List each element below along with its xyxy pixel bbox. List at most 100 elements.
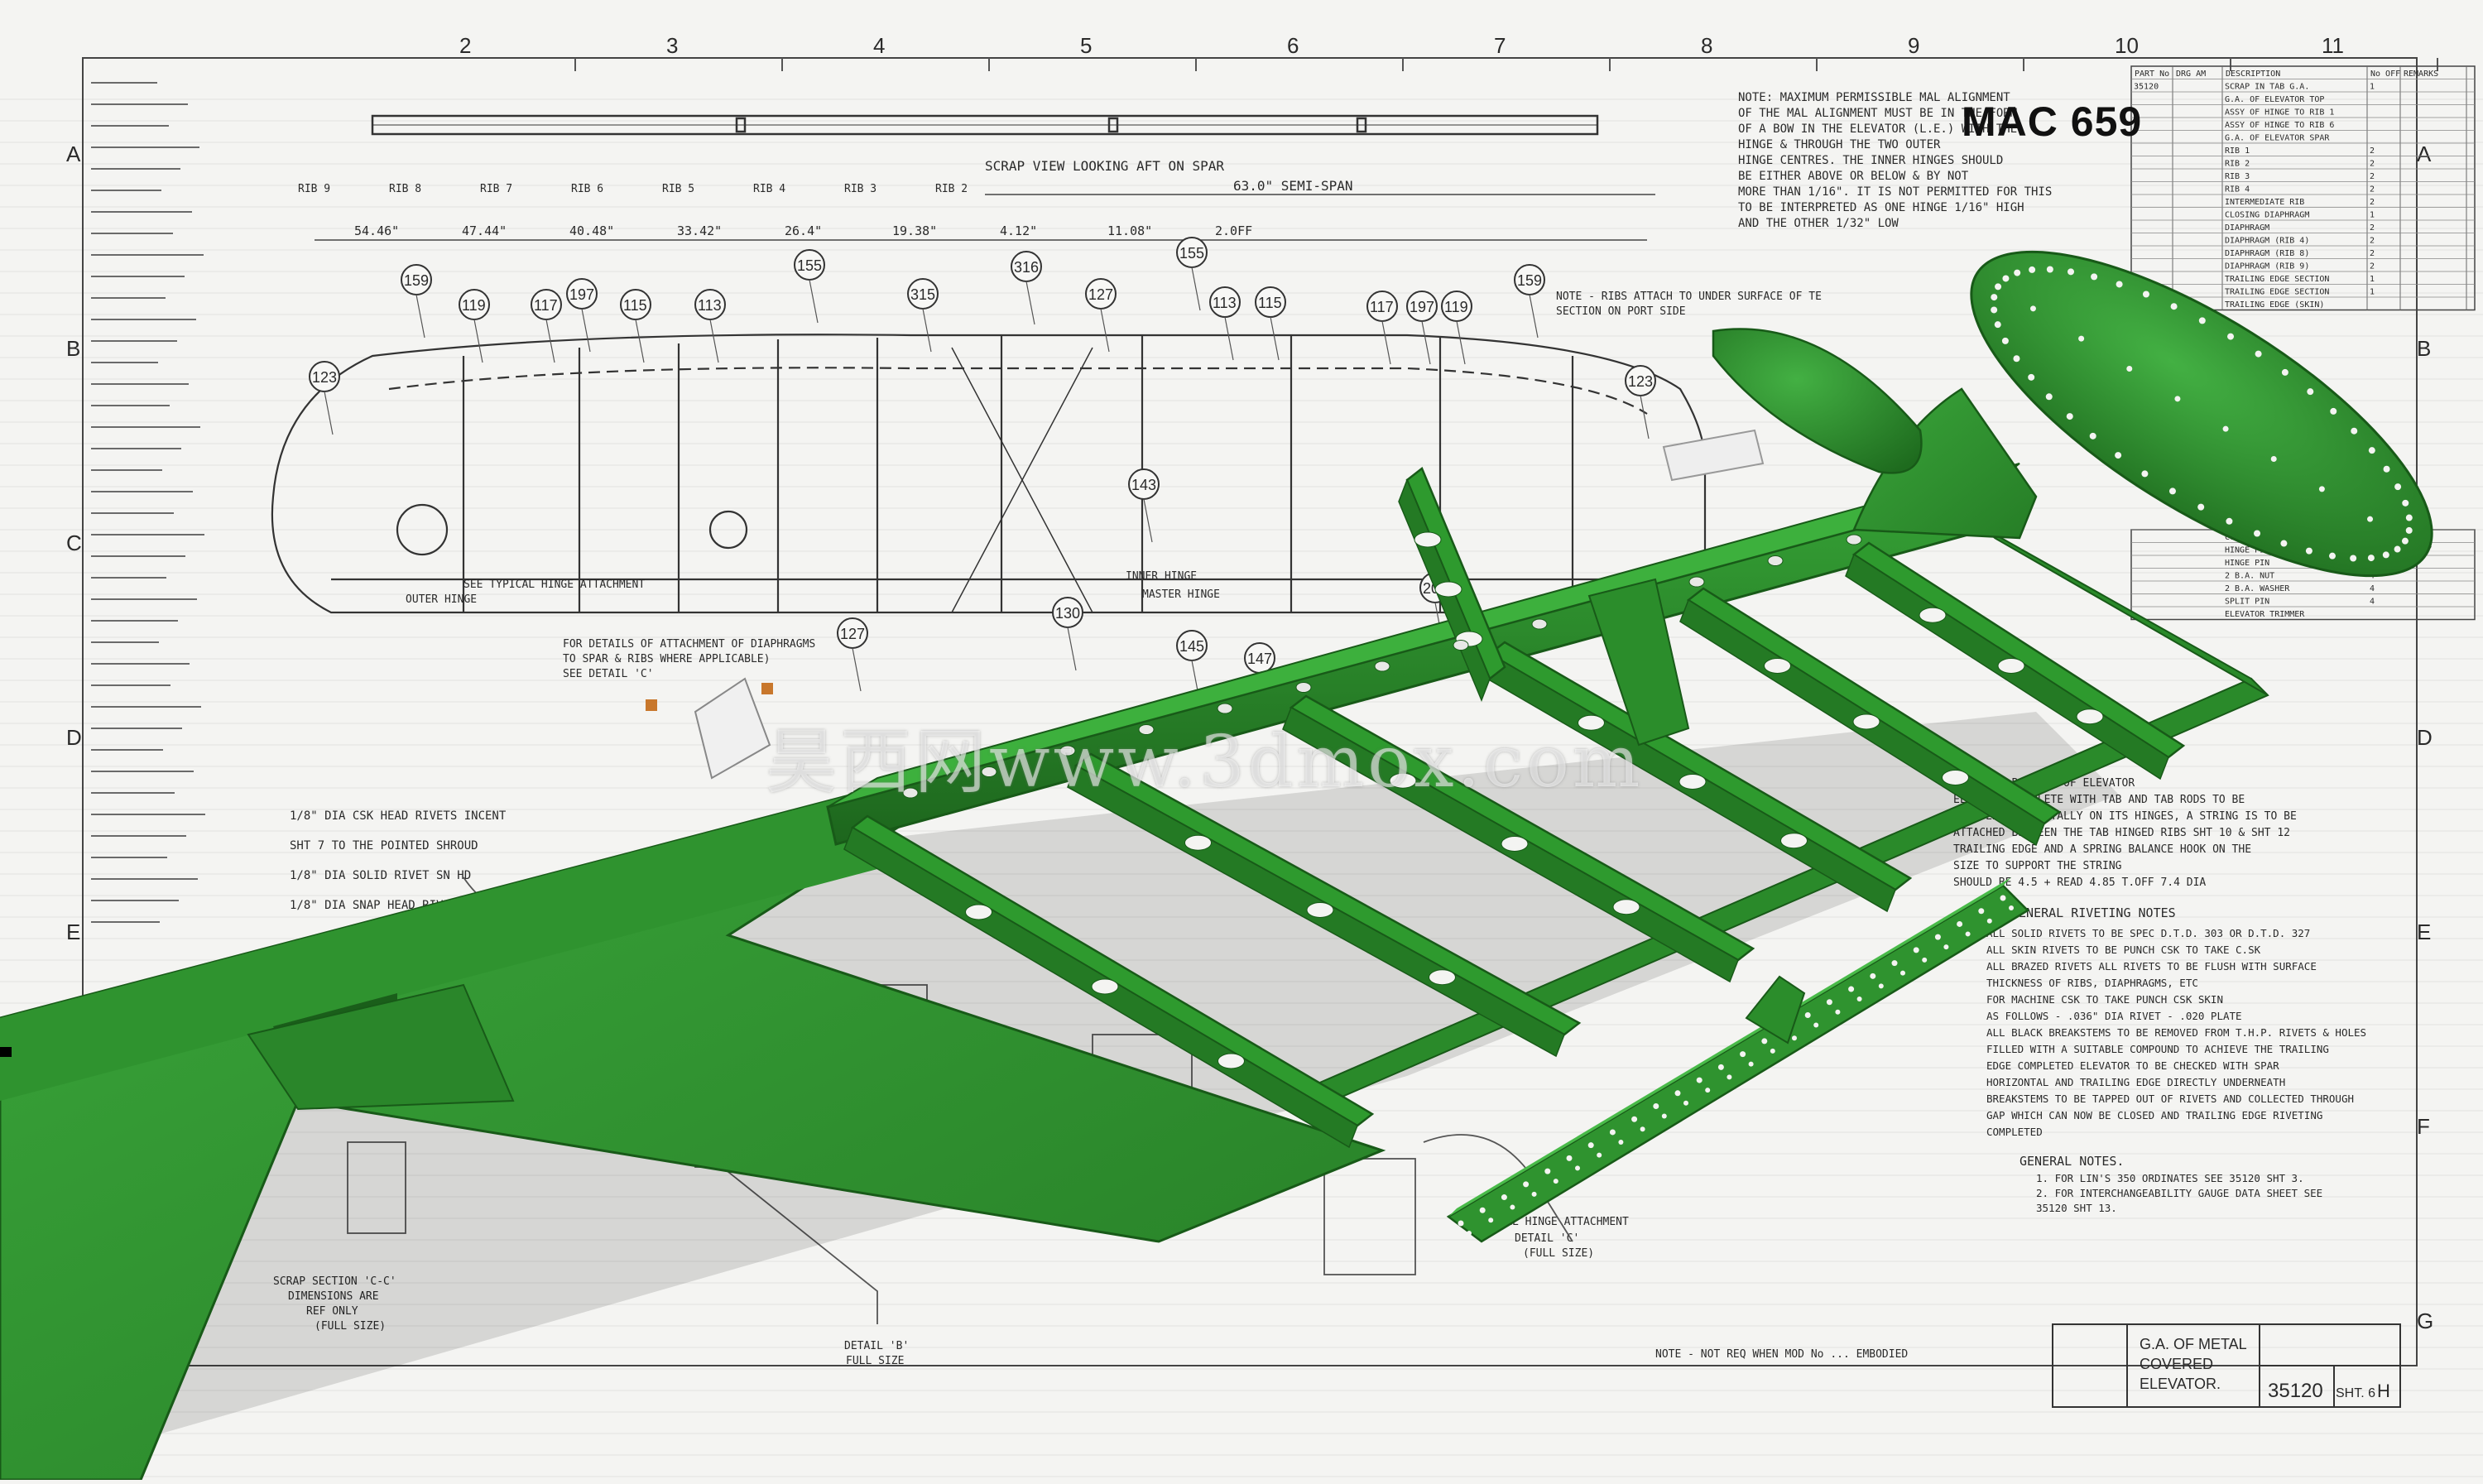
strip-rivet [1501, 1194, 1507, 1201]
row-letter-left: B [66, 336, 80, 361]
balloon-number: 147 [1247, 651, 1272, 667]
general-riveting-note: ALL BLACK BREAKSTEMS TO BE REMOVED FROM … [1986, 1026, 2366, 1039]
disk-rivet [1991, 306, 1998, 314]
rib-hole [1764, 658, 1791, 674]
rib-set [843, 467, 2269, 1149]
strip-rivet [1740, 1051, 1746, 1058]
disk-rivet [2405, 526, 2413, 534]
general-riveting-note: ALL BRAZED RIVETS ALL RIVETS TO BE FLUSH… [1986, 960, 2317, 973]
mid-note: SECTION ON PORT SIDE [1556, 305, 1686, 318]
strip-rivet [1531, 1191, 1537, 1197]
spar-hole [1059, 745, 1076, 756]
balloon-leader [1640, 395, 1650, 439]
balloon-leader [545, 319, 555, 363]
disk-rivet [2394, 483, 2402, 491]
disk-rivet [2305, 547, 2313, 555]
mid-note: MASTER HINGE [1142, 588, 1220, 601]
balloon-leader [1100, 308, 1110, 353]
balloon: 130 [1052, 597, 1083, 671]
general-riveting-note: COMPLETED [1986, 1126, 2043, 1138]
parts-cell: G.A. OF ELEVATOR SPAR [2225, 134, 2330, 143]
strip-rivet [1835, 1009, 1841, 1015]
strip-rivet [1696, 1077, 1703, 1083]
parts-cell: RIB 2 [2225, 160, 2250, 169]
column-number: 10 [2115, 33, 2139, 58]
balloon: 159 [401, 264, 432, 339]
strip-hinge-bracket [1745, 975, 1806, 1045]
disk-rivet [2402, 499, 2409, 507]
parts-cell: 2 B.A. WASHER [2225, 584, 2290, 593]
disk-rivet [2405, 514, 2413, 521]
disk-rivet [2029, 305, 2036, 312]
parts-cell: RIB 4 [2225, 185, 2250, 195]
bottom-note: (FULL SIZE) [315, 1320, 386, 1333]
drawing-badge: MAC 659 [1962, 98, 2143, 145]
general-riveting-note: EDGE COMPLETED ELEVATOR TO BE CHECKED WI… [1986, 1059, 2279, 1072]
rib-hole [1942, 770, 1969, 785]
parts-cell: ASSY OF HINGE TO RIB 6 [2225, 121, 2334, 130]
parts-cell: DIAPHRAGM (RIB 8) [2225, 249, 2309, 258]
disk-rivet [1995, 283, 2002, 291]
balloon-leader [1067, 627, 1077, 671]
balloon-leader [581, 308, 591, 353]
rib-hole [1919, 607, 1947, 623]
balloon-number: 143 [1131, 477, 1156, 493]
balloon-leader [1224, 316, 1234, 361]
parts-cell: RIB 1 [2225, 146, 2250, 156]
parts-cell: DIAPHRAGM [2225, 223, 2269, 233]
balloon-leader [922, 308, 932, 353]
disk-rivet [2351, 427, 2358, 435]
strip-rivet [1467, 1231, 1472, 1236]
parts-cell: 1 [2370, 211, 2375, 220]
disk-rivet [2367, 555, 2375, 562]
rib-hole [1780, 833, 1808, 849]
title-block-drawing-number: 35120 [2268, 1380, 2323, 1402]
disk-rivet [2068, 268, 2074, 276]
strip-rivet [1913, 947, 1919, 953]
drawing-frame [82, 57, 2418, 1366]
dimension-value: 19.38" [892, 223, 937, 238]
mid-note: SEE TYPICAL HINGE ATTACHMENT [463, 579, 645, 591]
disk-rivet [2367, 516, 2374, 522]
disk-rivet [2254, 530, 2261, 537]
strip-rivet [2000, 895, 2006, 901]
parts-cell: DIAPHRAGM (RIB 4) [2225, 237, 2309, 246]
rib-label: RIB 2 [935, 183, 968, 195]
parts-cell: INTERMEDIATE RIB [2225, 198, 2304, 207]
general-riveting-note: ALL SOLID RIVETS TO BE SPEC D.T.D. 303 O… [1986, 927, 2310, 939]
rib-hole [1578, 714, 1605, 731]
rib-label: RIB 7 [480, 183, 512, 195]
general-riveting-note: AS FOLLOWS - .036" DIA RIVET - .020 PLAT… [1986, 1010, 2242, 1022]
disk-rivet [2142, 291, 2149, 298]
balloon: 113 [694, 289, 726, 363]
spar-hole [1531, 618, 1548, 630]
strip-rivet [1661, 1113, 1667, 1119]
parts-cell: ELEVATOR TRIMMER [2225, 610, 2305, 619]
balloon-number: 115 [623, 297, 647, 314]
parts-cell: 2 [2370, 172, 2375, 181]
strip-rivet [1458, 1220, 1464, 1227]
parts-cell: SCRAP IN TAB G.A. [2225, 83, 2309, 92]
disk-rivet [2318, 486, 2325, 492]
note-top-line: MORE THAN 1/16". IT IS NOT PERMITTED FOR… [1738, 185, 2052, 199]
parts-cell: 35120 [2134, 83, 2159, 92]
note-top-line: BE EITHER ABOVE OR BELOW & BY NOT [1738, 170, 1969, 183]
rib-hole [1679, 774, 1707, 790]
column-number: 8 [1701, 33, 1712, 58]
strip-rivet [1544, 1168, 1551, 1174]
rib-hole [1852, 713, 1880, 730]
general-riveting-note: GAP WHICH CAN NOW BE CLOSED AND TRAILING… [1986, 1109, 2322, 1121]
parts-cell: 2 [2370, 249, 2375, 258]
strip-rivet [1804, 1011, 1811, 1018]
parts-header-cell: PART No [2135, 70, 2169, 79]
balloon: 123 [1625, 365, 1656, 439]
dimension-value: 33.42" [677, 223, 722, 238]
parts-cell: CLOSING DIAPHRAGM [2225, 211, 2309, 220]
balloon-number: 127 [840, 626, 865, 642]
mid-note: OUTER HINGE [406, 593, 477, 606]
strip-rivet [1683, 1100, 1688, 1106]
strip-rivet [1943, 944, 1949, 950]
note-top-line: AND THE OTHER 1/32" LOW [1738, 217, 1899, 230]
